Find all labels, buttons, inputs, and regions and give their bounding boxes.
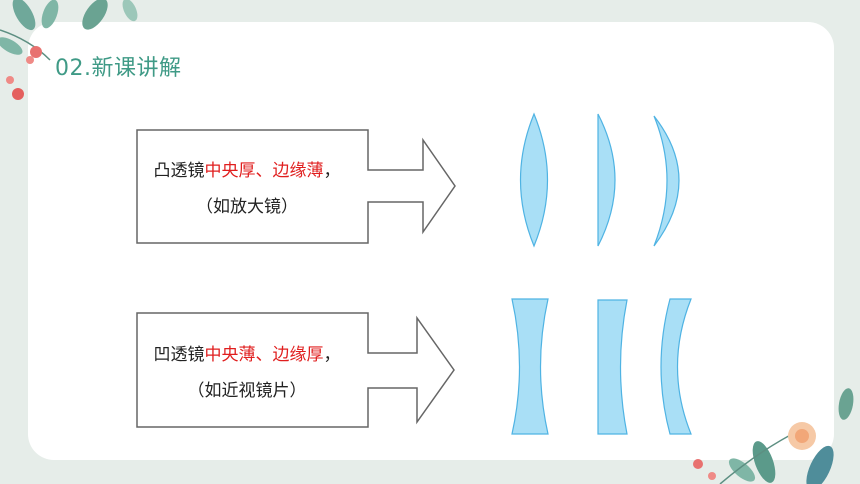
meniscus-concave-lens [660, 298, 692, 435]
top-left-flower-icon [6, 46, 42, 100]
concave-highlight: 中央薄、边缘厚 [204, 345, 324, 365]
concave-prefix: 凹透镜 [153, 345, 205, 365]
convex-line-1: 凸透镜中央厚、边缘薄， [127, 153, 367, 189]
convex-prefix: 凸透镜 [153, 161, 205, 181]
top-left-leaves-icon [0, 0, 138, 61]
convex-description: 凸透镜中央厚、边缘薄， （如放大镜） [127, 153, 367, 225]
biconcave-lens [511, 298, 549, 435]
bottom-right-leaves-icon [719, 388, 854, 484]
biconvex-lens [519, 112, 549, 248]
convex-highlight: 中央厚、边缘薄 [204, 161, 324, 181]
concave-description: 凹透镜中央薄、边缘厚， （如近视镜片） [127, 337, 367, 409]
convex-suffix: ， [323, 161, 341, 181]
plano-concave-lens [597, 299, 628, 435]
concave-suffix: ， [323, 345, 341, 365]
bottom-right-flower-icon [693, 422, 816, 480]
meniscus-convex-lens [653, 115, 680, 247]
convex-note: （如放大镜） [196, 197, 298, 217]
concave-line-1: 凹透镜中央薄、边缘厚， [127, 337, 367, 373]
concave-arrow-shape [136, 312, 455, 428]
plano-convex-lens [597, 113, 616, 247]
concave-note: （如近视镜片） [187, 381, 307, 401]
convex-arrow-shape [136, 129, 456, 244]
section-title: 02.新课讲解 [55, 56, 182, 81]
